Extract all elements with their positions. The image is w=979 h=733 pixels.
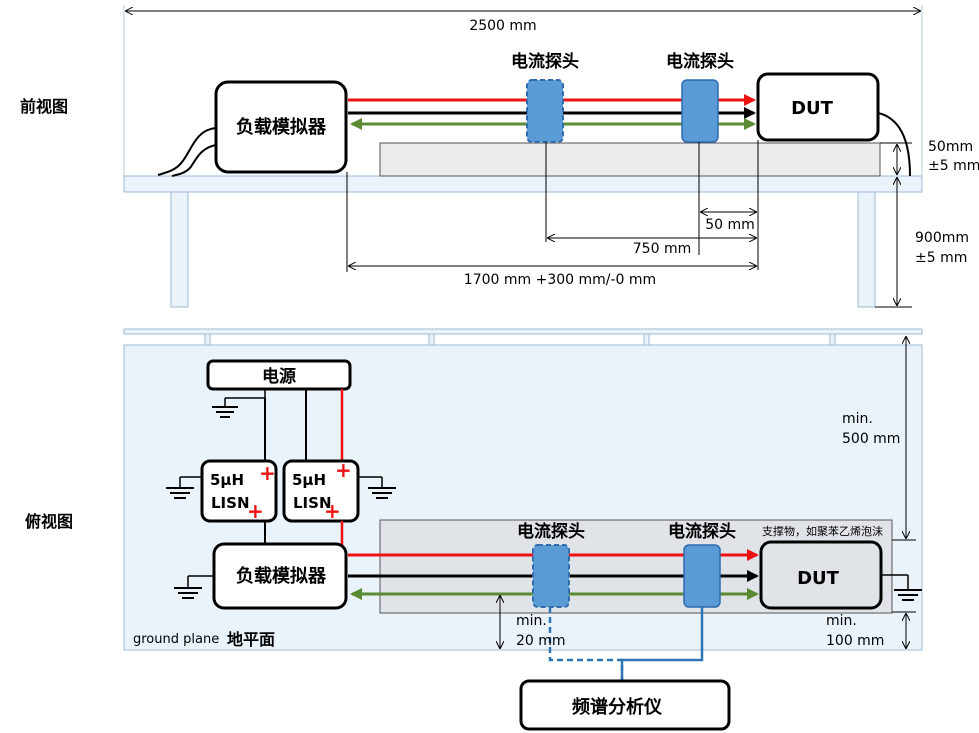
min-100-label-1: min.	[826, 613, 857, 629]
ground-icon	[166, 487, 194, 499]
load-simulator-label: 负载模拟器	[236, 116, 327, 138]
support-block	[379, 142, 881, 177]
table-edge	[123, 328, 923, 335]
min-500-label-2: 500 mm	[842, 431, 900, 447]
probe-1-label: 电流探头	[511, 51, 579, 72]
ground-icon	[212, 406, 238, 418]
lisn-2-plus-bottom: +	[324, 499, 341, 523]
lisn-2-line1: 5μH	[292, 471, 326, 489]
min-20-label-1: min.	[516, 613, 547, 629]
dut-box	[756, 72, 880, 142]
dut-label-top: DUT	[797, 568, 840, 589]
current-probe-1	[526, 79, 564, 143]
dim-1700-label: 1700 mm +300 mm/-0 mm	[464, 272, 656, 288]
dut-ground-cable	[877, 112, 911, 177]
load-simulator-box	[214, 80, 348, 174]
probe-2-label: 电流探头	[666, 51, 734, 72]
spectrum-analyzer-box	[519, 679, 731, 731]
height-50-label-2: ±5 mm	[928, 158, 979, 174]
ground-icon	[368, 487, 396, 499]
lisn-1-plus-bottom: +	[247, 499, 264, 523]
front-view: 2500 mm 前视图 负载模拟器 DUT 电流探头 电流探头	[20, 5, 979, 308]
ground-plane-label-en: ground plane	[133, 632, 219, 647]
top-view: 俯视图 电源 5μH LISN + + 5μH	[25, 328, 923, 731]
probe-2-label-top: 电流探头	[668, 521, 736, 542]
lisn-2-line2: LISN	[293, 494, 332, 512]
lisn-1-line1: 5μH	[210, 471, 244, 489]
dim-50-label: 50 mm	[705, 217, 755, 233]
table-leg-left	[170, 191, 189, 308]
ground-icon	[174, 587, 202, 599]
load-simulator-label-top: 负载模拟器	[236, 565, 327, 587]
top-view-label: 俯视图	[25, 512, 73, 531]
lisn-1-plus-top: +	[259, 461, 276, 485]
input-cable	[157, 127, 217, 176]
height-900-label-2: ±5 mm	[915, 250, 967, 266]
dut-label: DUT	[791, 98, 834, 119]
current-probe-2-top	[683, 544, 721, 608]
height-50-label-1: 50mm	[928, 139, 973, 155]
min-100-label-2: 100 mm	[826, 633, 884, 649]
min-20-label-2: 20 mm	[516, 633, 566, 649]
total-length-label: 2500 mm	[469, 18, 536, 34]
lisn-1-box	[200, 459, 278, 523]
probe-1-label-top: 电流探头	[517, 521, 585, 542]
lisn-1-line2: LISN	[211, 494, 250, 512]
input-cable-2	[171, 144, 217, 177]
power-supply-label: 电源	[262, 366, 296, 387]
dim-750-label: 750 mm	[633, 241, 691, 257]
height-900-label-1: 900mm	[915, 230, 969, 246]
lisn-2-plus-top: +	[335, 458, 352, 482]
probe-2-cable	[620, 607, 704, 681]
power-supply-box	[206, 359, 352, 391]
current-probe-2	[681, 79, 719, 143]
min-500-label-1: min.	[842, 411, 873, 427]
front-view-label: 前视图	[20, 97, 68, 116]
table-leg-right	[857, 191, 876, 308]
support-label: 支撑物，如聚苯乙烯泡沫	[762, 524, 883, 538]
spectrum-analyzer-label: 频谱分析仪	[572, 696, 663, 718]
ground-plane-label-cn: 地平面	[227, 630, 275, 649]
ground-icon	[894, 589, 922, 601]
current-probe-1-top	[532, 544, 570, 608]
table-top	[123, 175, 923, 193]
lisn-2-box	[282, 459, 360, 523]
